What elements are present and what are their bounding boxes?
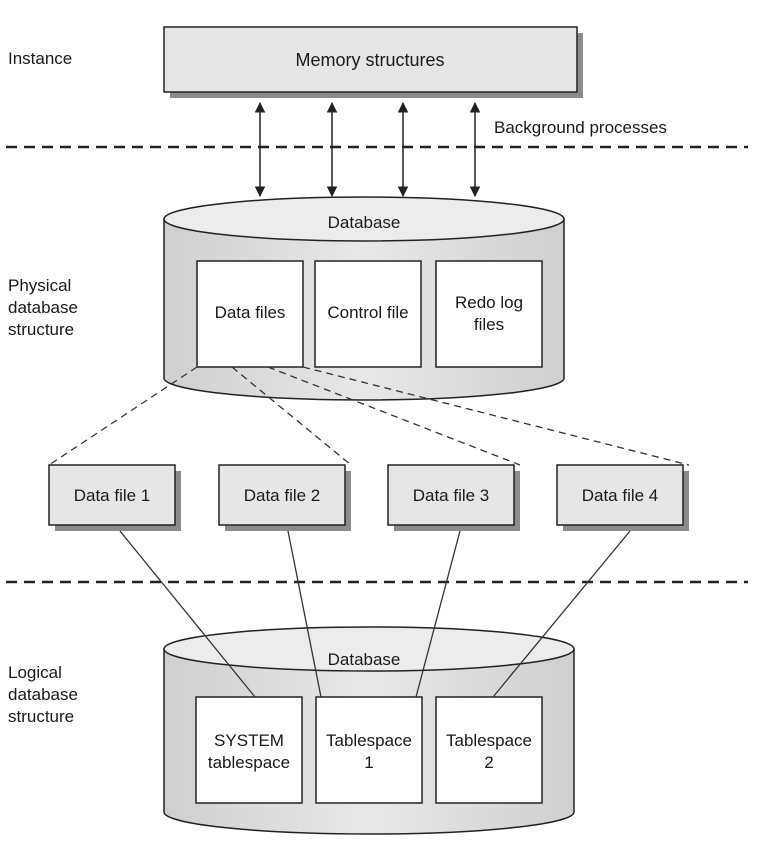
section-label-logical-line3: structure xyxy=(8,707,74,726)
mapping-line-file-3-ts1 xyxy=(415,530,461,698)
section-label-logical-line1: Logical xyxy=(8,663,62,682)
dashed-line-data-file-1 xyxy=(48,366,198,466)
background-processes-label: Background processes xyxy=(494,118,667,137)
data-files-label: Data files xyxy=(215,303,286,322)
data-file-to-tablespace-lines xyxy=(119,530,631,698)
data-file-box-4: Data file 4 xyxy=(556,464,689,531)
logical-database-title: Database xyxy=(328,650,401,669)
data-file-3-label: Data file 3 xyxy=(413,486,490,505)
data-files-box: Data files xyxy=(196,260,304,368)
data-file-box-3: Data file 3 xyxy=(387,464,520,531)
section-label-physical-line2: database xyxy=(8,298,78,317)
background-process-arrows xyxy=(254,101,481,198)
data-files-expansion-lines xyxy=(48,366,690,466)
tablespace-2-label-line1: Tablespace xyxy=(446,731,532,750)
section-label-physical-line3: structure xyxy=(8,320,74,339)
control-file-label: Control file xyxy=(327,303,408,322)
tablespace-1-label-line1: Tablespace xyxy=(326,731,412,750)
physical-database-cylinder: Database Data files Control file Redo lo… xyxy=(163,196,565,401)
redo-log-files-box: Redo log files xyxy=(435,260,543,368)
data-file-box-2: Data file 2 xyxy=(218,464,351,531)
tablespace-1-label-line2: 1 xyxy=(364,753,373,772)
data-file-2-label: Data file 2 xyxy=(244,486,321,505)
section-label-instance: Instance xyxy=(8,49,72,68)
redo-log-files-label-line2: files xyxy=(474,315,504,334)
dashed-line-data-file-4 xyxy=(302,366,690,466)
tablespace-2-label-line2: 2 xyxy=(484,753,493,772)
mapping-line-file-1-system xyxy=(119,530,256,698)
mapping-line-file-2-ts1 xyxy=(287,530,322,698)
data-file-1-label: Data file 1 xyxy=(74,486,151,505)
mapping-line-file-4-ts2 xyxy=(492,530,631,698)
system-tablespace-label-line2: tablespace xyxy=(208,753,290,772)
logical-database-cylinder: Database SYSTEM tablespace Tablespace 1 … xyxy=(163,626,575,835)
data-file-box-1: Data file 1 xyxy=(48,464,181,531)
dashed-line-data-file-3 xyxy=(267,366,521,466)
data-file-4-label: Data file 4 xyxy=(582,486,659,505)
dashed-line-data-file-2 xyxy=(231,366,352,466)
system-tablespace-label-line1: SYSTEM xyxy=(214,731,284,750)
memory-structures-box: Memory structures xyxy=(163,26,583,98)
control-file-box: Control file xyxy=(314,260,422,368)
tablespace-2-box: Tablespace 2 xyxy=(435,696,543,804)
memory-structures-label: Memory structures xyxy=(295,50,444,70)
section-label-physical-line1: Physical xyxy=(8,276,71,295)
physical-database-title: Database xyxy=(328,213,401,232)
system-tablespace-box: SYSTEM tablespace xyxy=(195,696,303,804)
redo-log-files-label-line1: Redo log xyxy=(455,293,523,312)
section-label-logical-line2: database xyxy=(8,685,78,704)
tablespace-1-box: Tablespace 1 xyxy=(315,696,423,804)
